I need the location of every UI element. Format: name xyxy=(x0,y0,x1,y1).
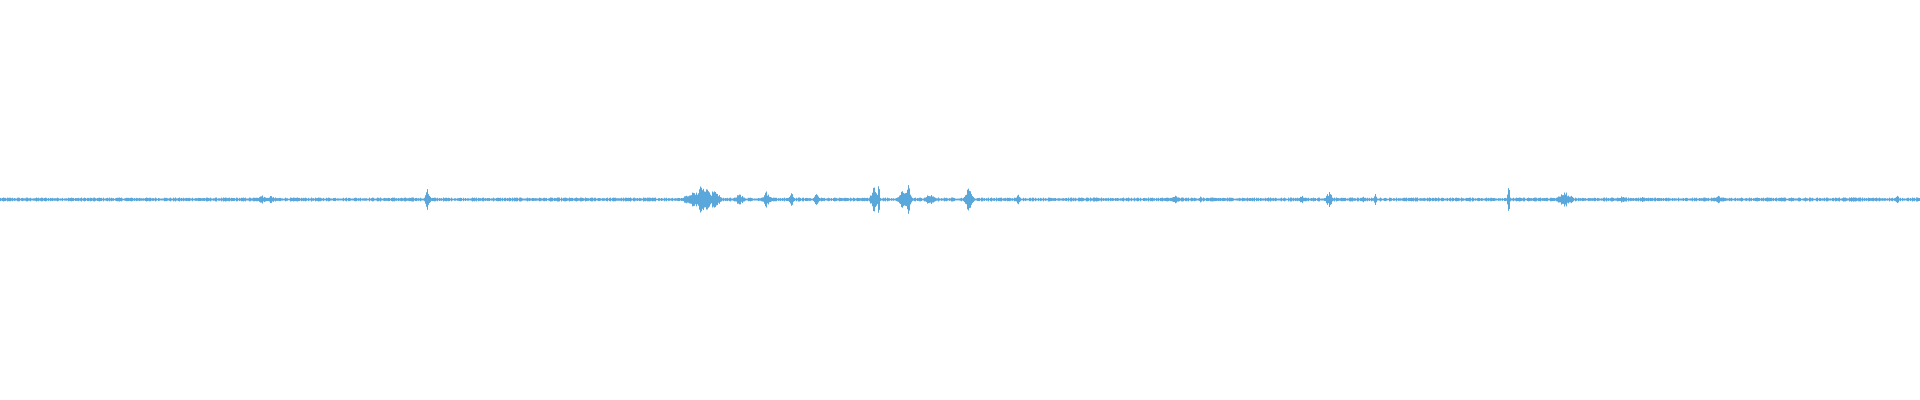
waveform-trace xyxy=(0,185,1920,214)
